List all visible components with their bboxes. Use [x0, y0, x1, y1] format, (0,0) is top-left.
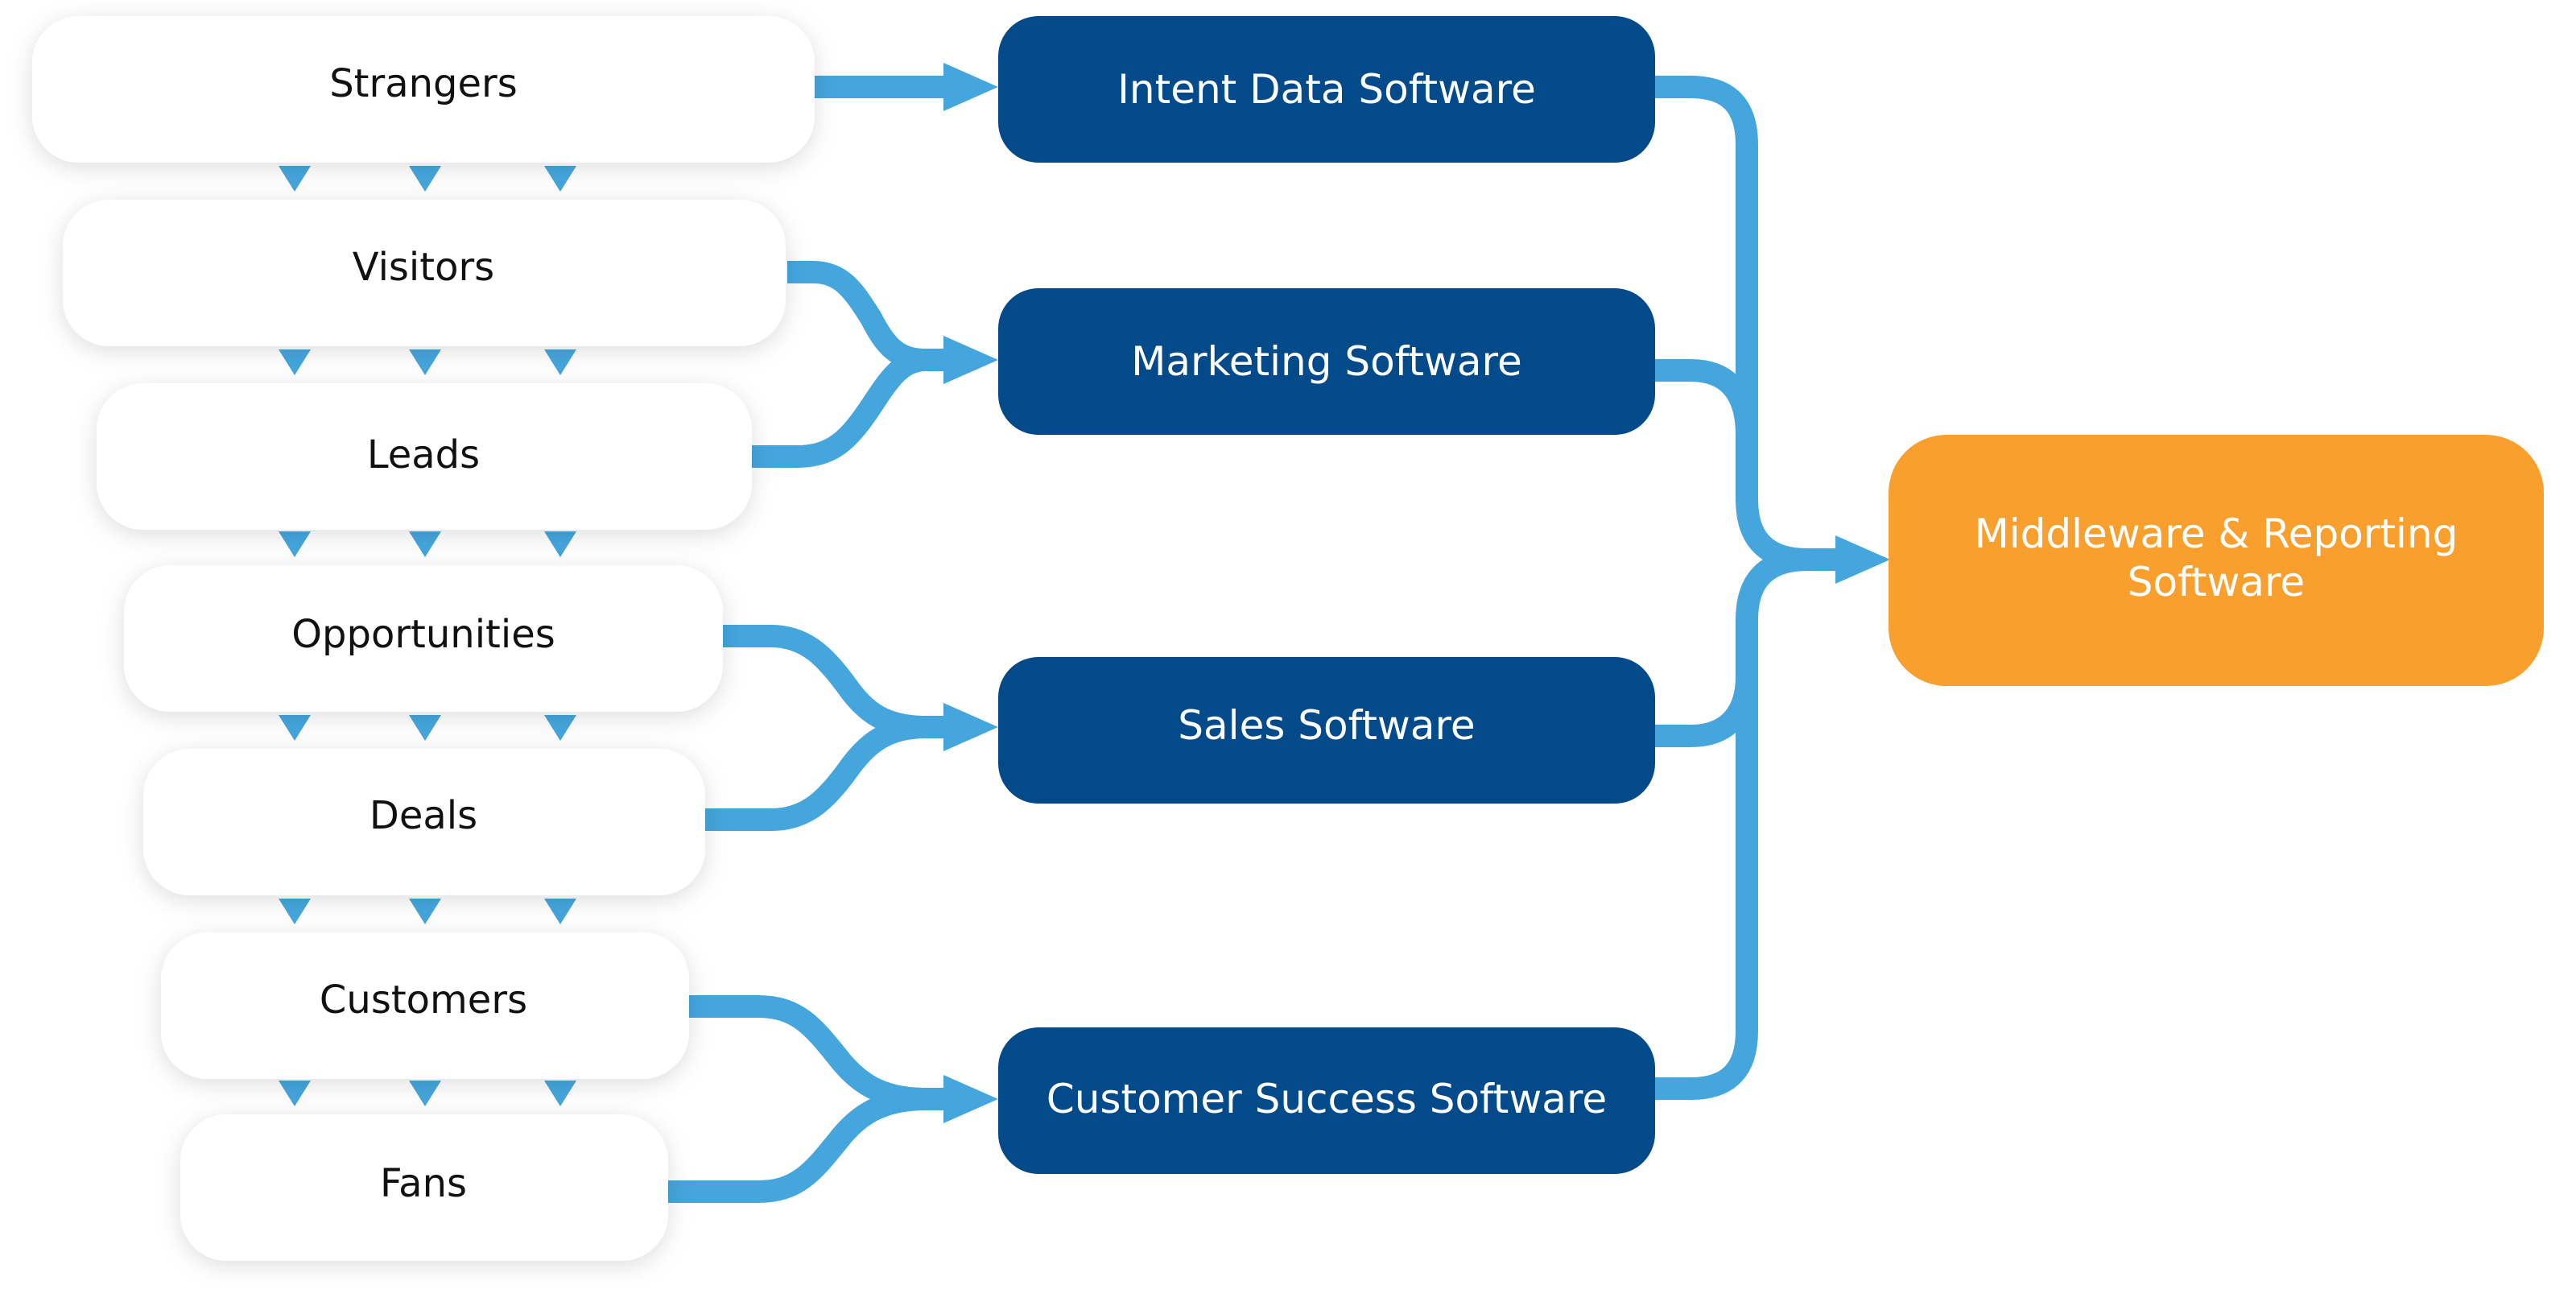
stage-column: Strangers Visitors Leads Opportunities D…	[32, 16, 815, 1261]
arrowhead-icon	[943, 1075, 998, 1123]
connector-customer-success-trunk	[1655, 548, 1843, 1100]
software-column: Intent Data Software Marketing Software …	[998, 16, 1655, 1174]
software-marketing: Marketing Software	[998, 288, 1655, 435]
down-triangle-icon	[279, 1081, 311, 1106]
down-triangle-icon	[544, 349, 576, 375]
down-triangle-icon	[544, 1081, 576, 1106]
down-triangle-icon	[544, 531, 576, 557]
stage-visitors: Visitors	[63, 200, 786, 346]
software-label: Sales Software	[1178, 702, 1475, 749]
down-triangle-icon	[279, 531, 311, 557]
connector-customers-success	[689, 995, 952, 1110]
arrowhead-icon	[943, 336, 998, 384]
stage-step-markers	[279, 166, 576, 1106]
middleware-label-line1: Middleware & Reporting	[1975, 510, 2458, 557]
down-triangle-icon	[544, 166, 576, 192]
connector-intent-trunk	[1655, 76, 1843, 571]
software-label: Marketing Software	[1131, 338, 1522, 385]
stage-label: Leads	[367, 432, 480, 477]
software-intent-data: Intent Data Software	[998, 16, 1655, 163]
down-triangle-icon	[544, 899, 576, 924]
down-triangle-icon	[279, 899, 311, 924]
stage-label: Strangers	[329, 61, 518, 106]
stage-label: Fans	[380, 1161, 467, 1206]
connector-leads-marketing	[752, 349, 952, 468]
stage-fans: Fans	[180, 1114, 668, 1261]
down-triangle-icon	[544, 715, 576, 741]
stage-strangers: Strangers	[32, 16, 815, 163]
connector-visitors-marketing	[787, 261, 952, 371]
middleware-label-line2: Software	[2128, 559, 2305, 605]
arrowhead-icon	[1835, 535, 1890, 584]
stage-opportunities: Opportunities	[124, 565, 723, 712]
connector-fans-success	[668, 1088, 952, 1203]
stage-label: Opportunities	[291, 612, 555, 657]
down-triangle-icon	[409, 1081, 441, 1106]
software-sales: Sales Software	[998, 657, 1655, 804]
arrowhead-icon	[943, 703, 998, 751]
stage-customers: Customers	[161, 932, 689, 1079]
middleware-reporting-box: Middleware & Reporting Software	[1889, 435, 2544, 686]
down-triangle-icon	[409, 166, 441, 192]
connector-marketing-trunk	[1655, 359, 1758, 436]
connector-opportunities-sales	[723, 625, 952, 738]
down-triangle-icon	[279, 715, 311, 741]
software-label: Customer Success Software	[1046, 1076, 1607, 1122]
stage-leads: Leads	[97, 383, 752, 530]
down-triangle-icon	[279, 166, 311, 192]
software-label: Intent Data Software	[1117, 66, 1536, 113]
stage-deals: Deals	[143, 749, 705, 895]
stage-label: Deals	[369, 793, 477, 838]
down-triangle-icon	[279, 349, 311, 375]
arrowheads	[943, 63, 1890, 1123]
down-triangle-icon	[409, 715, 441, 741]
software-customer-success: Customer Success Software	[998, 1027, 1655, 1174]
connector-deals-sales	[705, 716, 952, 831]
down-triangle-icon	[409, 899, 441, 924]
stage-label: Visitors	[353, 245, 494, 290]
down-triangle-icon	[409, 349, 441, 375]
down-triangle-icon	[409, 531, 441, 557]
connectors	[668, 76, 1843, 1203]
connector-sales-trunk	[1655, 676, 1758, 747]
arrowhead-icon	[943, 63, 998, 111]
stage-label: Customers	[320, 977, 527, 1023]
